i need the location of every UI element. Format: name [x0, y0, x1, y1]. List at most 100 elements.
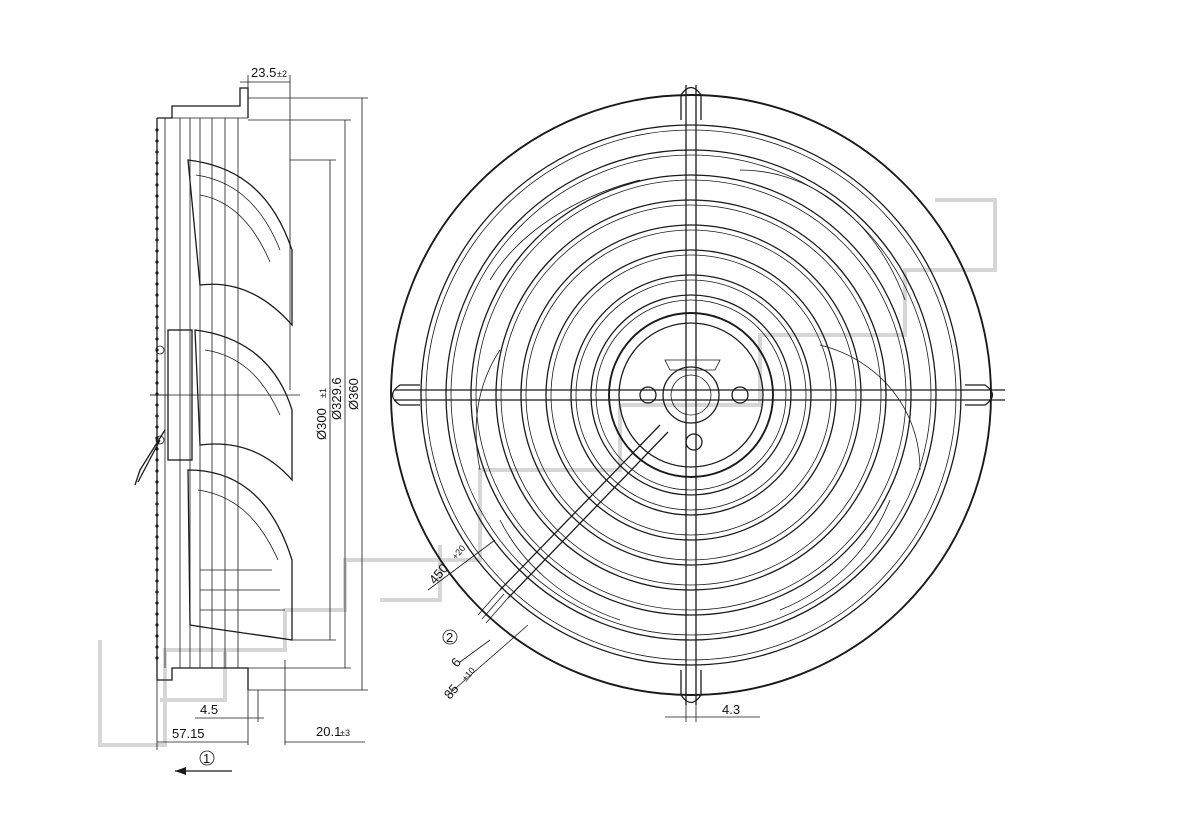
guard-dot — [155, 645, 159, 649]
motor-shaft-hub — [662, 366, 720, 424]
guard-dot — [155, 370, 159, 374]
guard-dot — [155, 304, 159, 308]
side-view: 23.5 ±2 Ø300 ±1 Ø329.6 Ø360 4.5 57.15 20… — [134, 65, 368, 775]
guard-dot — [155, 139, 159, 143]
blade-outline — [779, 499, 891, 611]
dim-guard-offset-tol: ±3 — [340, 728, 350, 738]
dim-overall-depth: 57.15 — [172, 726, 205, 741]
guard-dot — [155, 425, 159, 429]
dim-guard-offset: 20.1 — [316, 724, 341, 739]
front-view: 450 +20 2 6 85 ±10 4.3 — [390, 85, 1005, 722]
blade-outline — [499, 519, 621, 621]
guard-dot — [155, 293, 159, 297]
dim-flange-offset: 23.5 — [251, 65, 276, 80]
guard-ring-inner — [450, 154, 932, 636]
guard-dot — [155, 601, 159, 605]
dim-flange-thickness: 4.5 — [200, 702, 218, 717]
guard-dot — [155, 557, 159, 561]
guard-dot — [155, 623, 159, 627]
guard-dot — [155, 458, 159, 462]
guard-dot — [155, 282, 159, 286]
guard-ring-inner — [500, 204, 882, 586]
guard-ring-inner — [425, 129, 957, 661]
guard-dot — [155, 634, 159, 638]
cable-callout: 2 — [446, 630, 453, 645]
guard-dot — [155, 172, 159, 176]
dim-strip-length: 6 — [448, 655, 464, 670]
guard-dot — [155, 205, 159, 209]
mount-foot-top — [680, 86, 702, 120]
guard-dot — [155, 546, 159, 550]
guard-dot — [155, 524, 159, 528]
guard-dot — [155, 469, 159, 473]
guard-ring — [420, 124, 962, 666]
guard-dot — [155, 183, 159, 187]
guard-ring-inner — [525, 229, 857, 561]
guard-dot — [155, 238, 159, 242]
guard-dot — [155, 315, 159, 319]
dim-blade-diameter: Ø300 — [314, 408, 329, 440]
guard-dot — [155, 579, 159, 583]
guard-dot — [155, 568, 159, 572]
mount-screw — [639, 386, 657, 404]
guard-ring — [570, 274, 812, 516]
guard-ring-inner — [595, 299, 787, 491]
guard-dot — [155, 403, 159, 407]
airflow-callout: 1 — [203, 751, 210, 766]
guard-dot — [155, 337, 159, 341]
guard-dot — [155, 326, 159, 330]
dim-ring-diameter: Ø329.6 — [329, 377, 344, 420]
dim-overall-diameter: Ø360 — [346, 378, 361, 410]
cable-callout-circle — [442, 629, 458, 645]
motor-housing — [608, 312, 774, 478]
guard-dot — [155, 590, 159, 594]
guard-dot — [155, 194, 159, 198]
cable — [499, 424, 661, 591]
blade-outline — [819, 344, 921, 471]
mount-foot-bottom — [680, 670, 702, 704]
guard-dot — [155, 381, 159, 385]
blade-outline — [489, 179, 641, 281]
guard-ring-inner — [575, 279, 807, 511]
mount-screw — [731, 386, 749, 404]
guard-ring — [545, 249, 837, 541]
dim-flange-offset-tol: ±2 — [277, 69, 287, 79]
blade-outline — [739, 169, 906, 301]
guard-dot — [155, 249, 159, 253]
guard-dot — [155, 260, 159, 264]
blade-outline — [475, 349, 501, 471]
guard-ring — [495, 199, 887, 591]
guard-dot — [155, 502, 159, 506]
guard-ring — [445, 149, 937, 641]
guard-dot — [155, 161, 159, 165]
dim-lead-length-tol: ±10 — [460, 665, 477, 683]
guard-ring — [470, 174, 912, 616]
dim-foot-width: 4.3 — [722, 702, 740, 717]
mount-foot-right — [965, 384, 994, 406]
guard-dot — [155, 359, 159, 363]
guard-ring-inner — [475, 179, 907, 611]
guard-dot — [155, 480, 159, 484]
guard-dot — [155, 513, 159, 517]
dim-cable-length: 450 — [426, 561, 451, 587]
guard-dot — [155, 491, 159, 495]
guard-ring — [520, 224, 862, 566]
guard-dots — [155, 128, 159, 660]
guard-ring — [390, 94, 992, 696]
guard-dot — [155, 535, 159, 539]
dim-lead-length: 85 — [441, 681, 462, 702]
airflow-callout-circle — [199, 750, 215, 766]
mount-foot-left — [391, 384, 420, 406]
guard-dot — [155, 216, 159, 220]
guard-dot — [155, 128, 159, 132]
guard-dot — [155, 414, 159, 418]
guard-dot — [155, 612, 159, 616]
dim-blade-diameter-tol: ±1 — [318, 388, 328, 398]
guard-dot — [155, 227, 159, 231]
guard-ring — [590, 294, 792, 496]
guard-ring-inner — [550, 254, 832, 536]
guard-dot — [155, 150, 159, 154]
guard-dot — [155, 656, 159, 660]
